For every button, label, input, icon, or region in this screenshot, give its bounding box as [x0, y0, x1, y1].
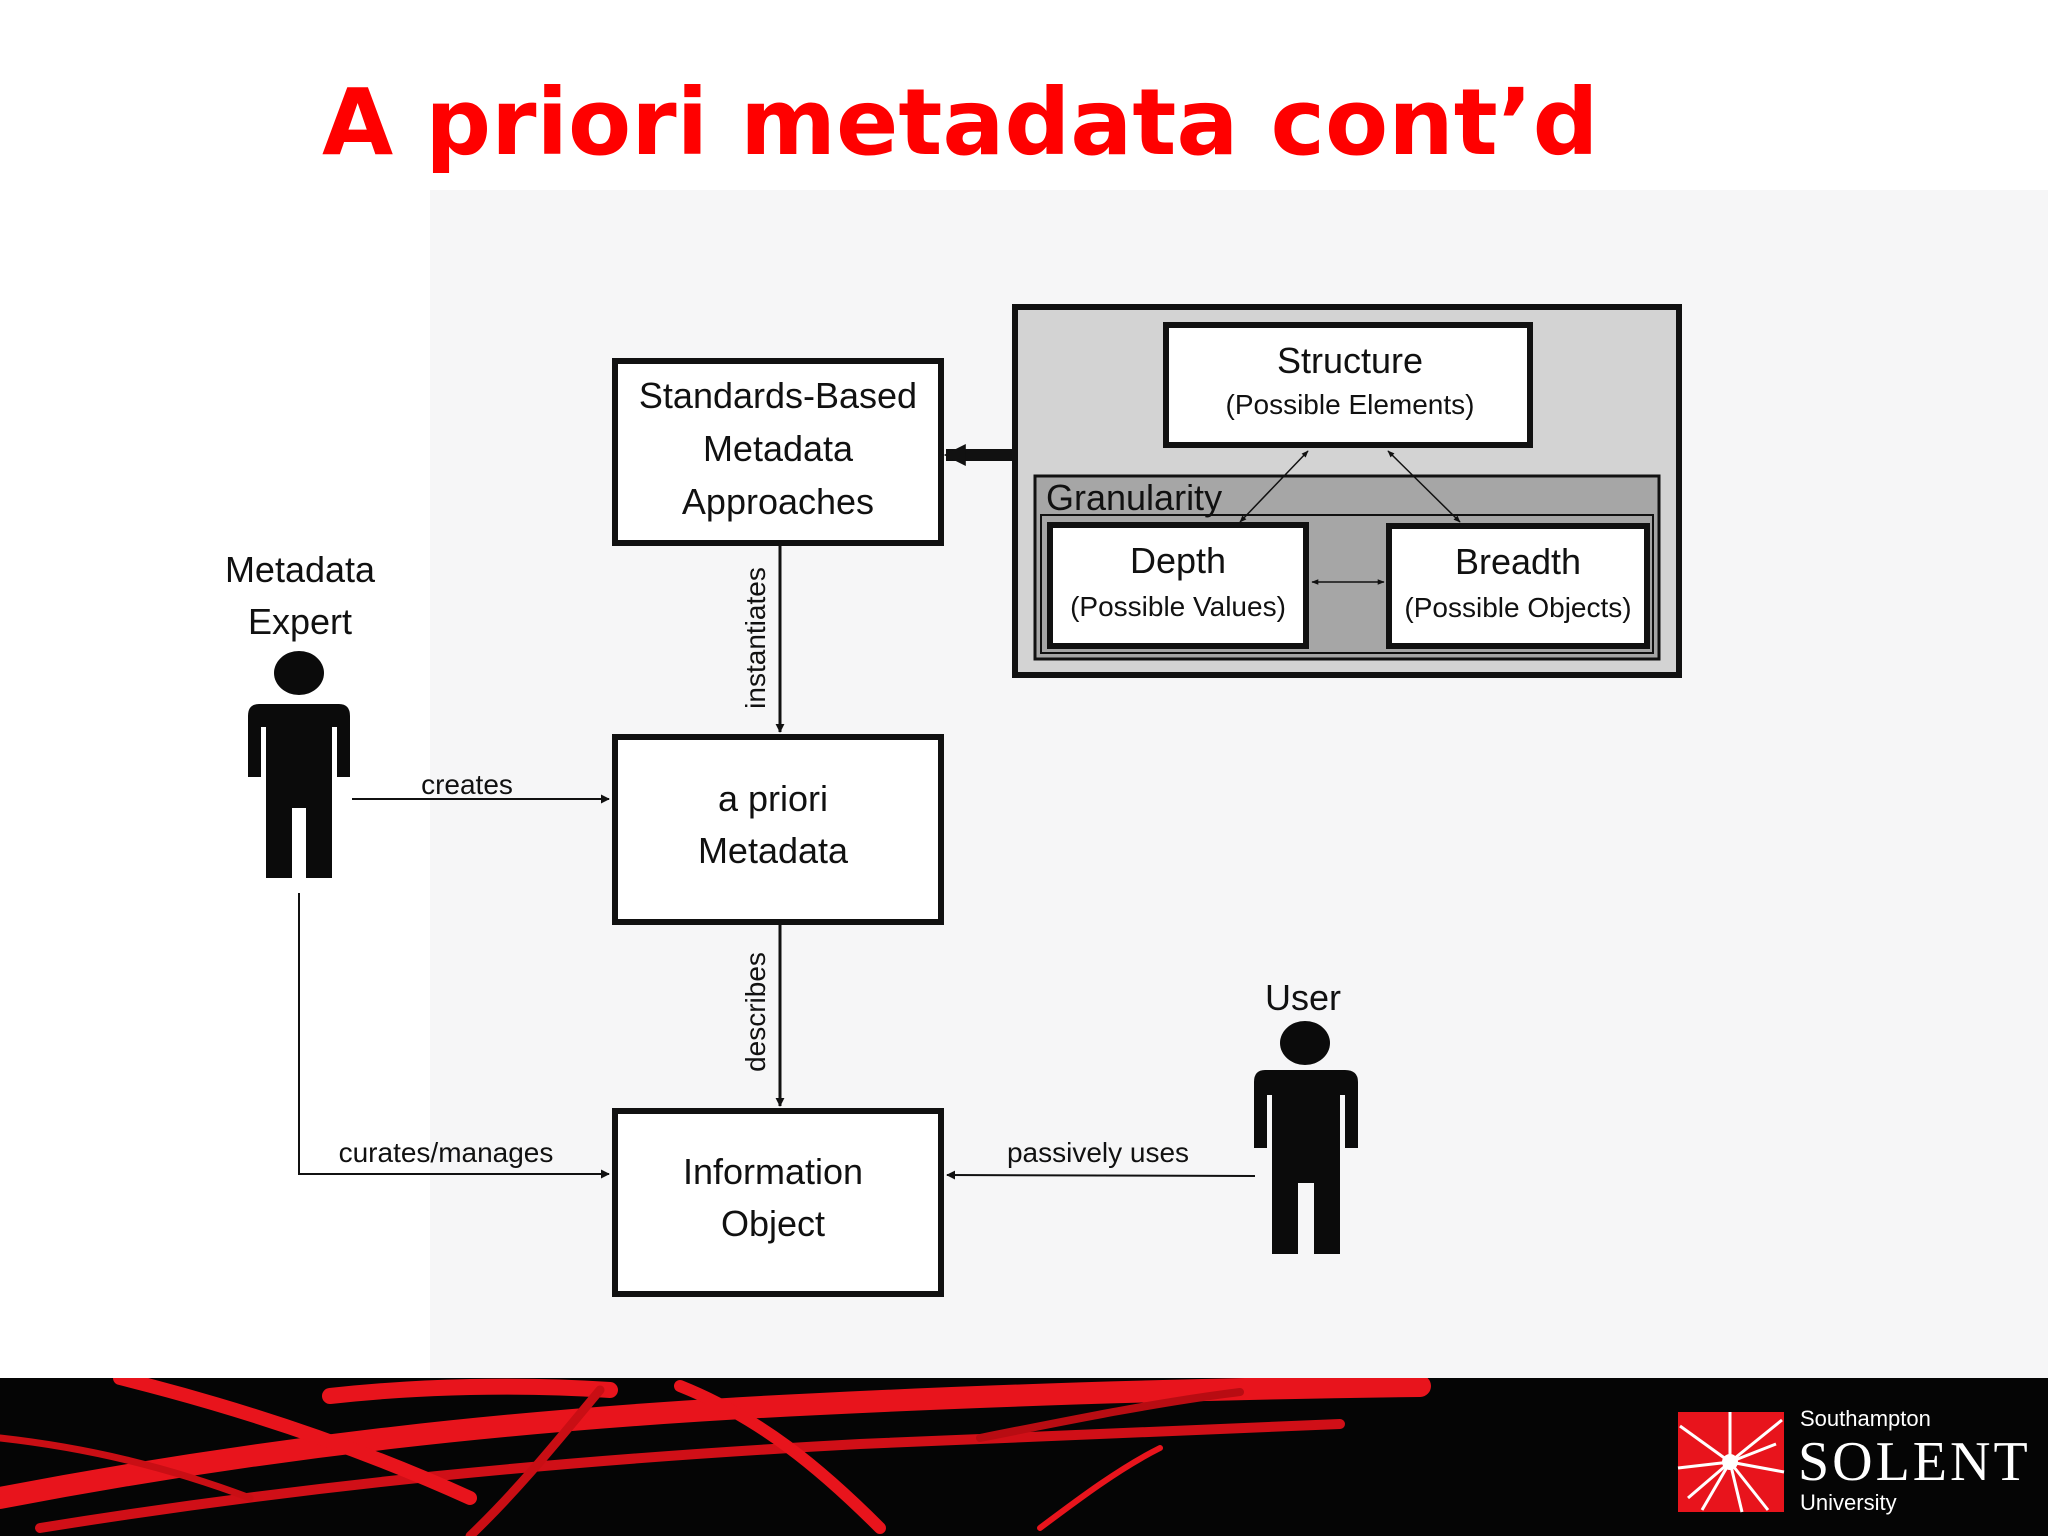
expert-label-line-1: Metadata — [225, 549, 376, 590]
apriori-line-1: a priori — [718, 778, 828, 819]
breadth-subtitle: (Possible Objects) — [1404, 592, 1631, 623]
expert-label-line-2: Expert — [248, 601, 352, 642]
metadata-expert-actor: Metadata Expert — [225, 549, 376, 878]
standards-box: Standards-Based Metadata Approaches — [612, 358, 944, 546]
breadth-box — [1386, 523, 1650, 649]
structure-title: Structure — [1277, 340, 1423, 381]
standards-box-line-1: Standards-Based — [639, 375, 917, 416]
user-label: User — [1265, 977, 1341, 1018]
slide-title: A priori metadata cont’d — [322, 69, 1599, 176]
logo-line-1: Southampton — [1800, 1406, 1931, 1431]
structure-granularity-group: Structure (Possible Elements) Granularit… — [1012, 304, 1682, 678]
apriori-line-2: Metadata — [698, 830, 849, 871]
curates-label: curates/manages — [339, 1137, 554, 1168]
granularity-label: Granularity — [1046, 477, 1222, 518]
depth-title: Depth — [1130, 540, 1226, 581]
standards-box-line-3: Approaches — [682, 481, 874, 522]
instantiates-label: instantiates — [740, 567, 771, 709]
starburst-logo-icon — [1677, 1412, 1785, 1513]
red-swoosh-decoration — [0, 1378, 1431, 1536]
standards-box-line-2: Metadata — [703, 428, 854, 469]
structure-box — [1163, 322, 1533, 448]
depth-subtitle: (Possible Values) — [1070, 591, 1286, 622]
passively-uses-label: passively uses — [1007, 1137, 1189, 1168]
structure-depth-arrow — [1239, 450, 1309, 523]
structure-subtitle: (Possible Elements) — [1226, 389, 1475, 420]
passively-uses-arrow — [946, 1170, 1256, 1180]
footer-banner: Southampton SOLENT University — [0, 1378, 2048, 1536]
person-icon — [248, 651, 350, 878]
describes-label: describes — [740, 952, 771, 1072]
curates-arrow — [298, 893, 610, 1179]
structure-breadth-arrow — [1387, 450, 1461, 523]
information-object-line-2: Object — [721, 1203, 825, 1244]
logo-line-3: University — [1800, 1490, 1897, 1515]
information-object-line-1: Information — [683, 1151, 863, 1192]
user-actor: User — [1254, 977, 1358, 1254]
information-object-box: Information Object — [612, 1108, 944, 1297]
creates-label: creates — [421, 769, 513, 800]
breadth-title: Breadth — [1455, 541, 1581, 582]
metadata-diagram: Standards-Based Metadata Approaches Stru… — [225, 304, 1682, 1297]
depth-box — [1047, 522, 1309, 649]
person-icon — [1254, 1021, 1358, 1254]
logo-line-2: SOLENT — [1798, 1431, 2031, 1493]
solent-university-logo: Southampton SOLENT University — [1672, 1406, 2028, 1516]
apriori-metadata-box: a priori Metadata — [612, 734, 944, 925]
